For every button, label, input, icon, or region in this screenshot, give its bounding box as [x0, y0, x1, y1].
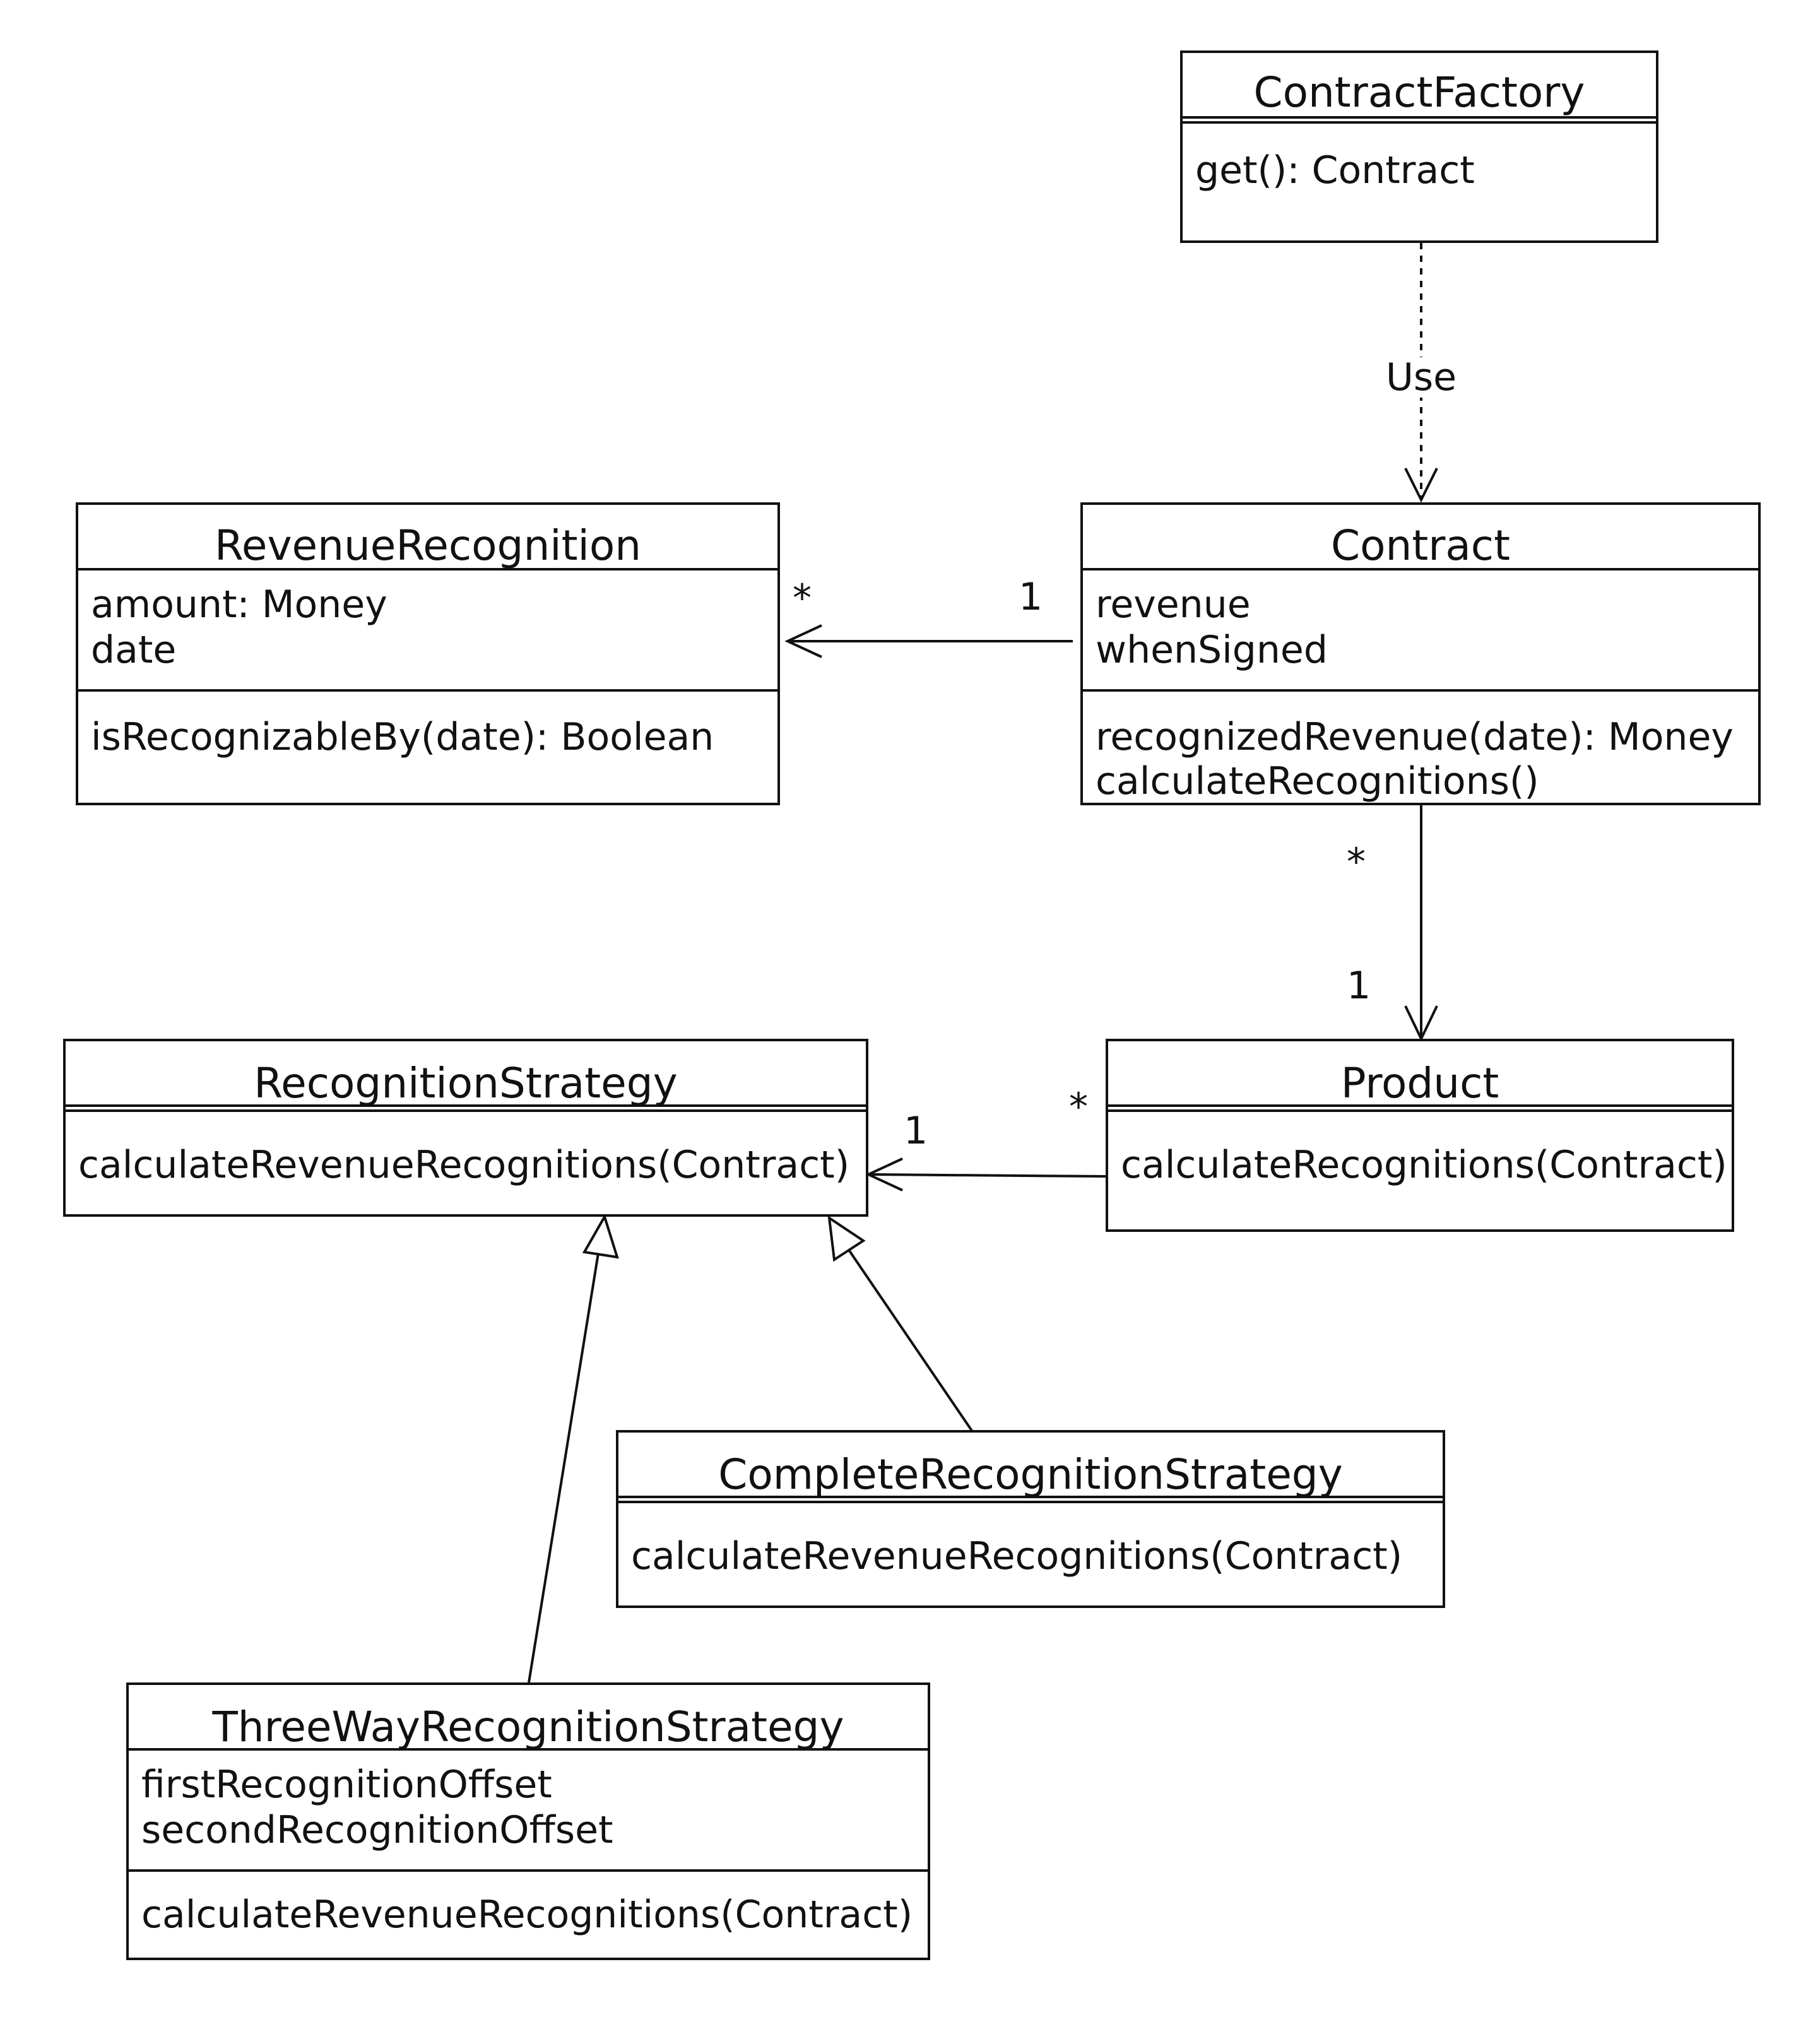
class-name: Product [1340, 1059, 1499, 1108]
class-name: ThreeWayRecognitionStrategy [212, 1703, 844, 1751]
use-label: Use [1386, 355, 1457, 399]
name-divider [129, 1748, 928, 1751]
class-contract-factory[interactable]: ContractFactory get(): Contract [1180, 50, 1658, 243]
name-divider [1108, 1104, 1732, 1112]
name-divider [78, 568, 777, 571]
operation: calculateRecognitions(Contract) [1121, 1143, 1727, 1187]
attribute-divider [1083, 689, 1758, 692]
complete-generalization-triangle [827, 1215, 866, 1262]
attribute: date [91, 628, 177, 672]
attribute: revenue [1096, 582, 1251, 627]
operation: calculateRecognitions() [1096, 759, 1539, 803]
operation: recognizedRevenue(date): Money [1096, 715, 1734, 759]
multiplicity-strategy-end: 1 [904, 1109, 928, 1153]
operation: isRecognizableBy(date): Boolean [91, 715, 714, 759]
threeway-generalization-triangle [582, 1214, 619, 1259]
attribute: whenSigned [1096, 628, 1328, 672]
class-product[interactable]: Product calculateRecognitions(Contract) [1106, 1039, 1734, 1232]
attribute: firstRecognitionOffset [141, 1763, 552, 1807]
class-name: ContractFactory [1253, 68, 1585, 117]
multiplicity-revenue-end: * [793, 576, 812, 620]
class-name: RevenueRecognition [214, 521, 642, 570]
operation: calculateRevenueRecognitions(Contract) [631, 1534, 1403, 1578]
class-recognition-strategy[interactable]: RecognitionStrategy calculateRevenueReco… [63, 1039, 868, 1217]
multiplicity-product-end: * [1069, 1085, 1088, 1129]
name-divider [1083, 568, 1758, 571]
multiplicity-contract-side: * [1347, 840, 1366, 884]
complete-generalization-line [848, 1250, 974, 1434]
product-strategy-association-line [868, 1173, 1106, 1178]
attribute: amount: Money [91, 582, 387, 627]
class-complete-recognition-strategy[interactable]: CompleteRecognitionStrategy calculateRev… [616, 1430, 1445, 1608]
product-strategy-arrowhead [865, 1157, 903, 1191]
operation: calculateRevenueRecognitions(Contract) [141, 1893, 913, 1937]
operation: calculateRevenueRecognitions(Contract) [78, 1143, 850, 1187]
name-divider [1183, 116, 1656, 124]
name-divider [618, 1496, 1443, 1503]
operation: get(): Contract [1195, 148, 1475, 192]
class-revenue-recognition[interactable]: RevenueRecognition amount: Money date is… [76, 502, 780, 805]
multiplicity-product-side: 1 [1347, 964, 1371, 1008]
multiplicity-contract-end: 1 [1019, 575, 1043, 619]
class-contract[interactable]: Contract revenue whenSigned recognizedRe… [1080, 502, 1761, 805]
attribute-divider [129, 1869, 928, 1872]
attribute: secondRecognitionOffset [141, 1808, 613, 1852]
class-name: CompleteRecognitionStrategy [718, 1450, 1343, 1499]
contract-revenue-arrowhead [784, 624, 822, 658]
use-dependency-arrowhead [1404, 468, 1438, 503]
threeway-generalization-line [528, 1253, 600, 1683]
attribute-divider [78, 689, 777, 692]
class-name: RecognitionStrategy [254, 1059, 678, 1108]
class-three-way-recognition-strategy[interactable]: ThreeWayRecognitionStrategy firstRecogni… [126, 1682, 930, 1960]
class-name: Contract [1331, 521, 1510, 570]
name-divider [66, 1104, 866, 1112]
